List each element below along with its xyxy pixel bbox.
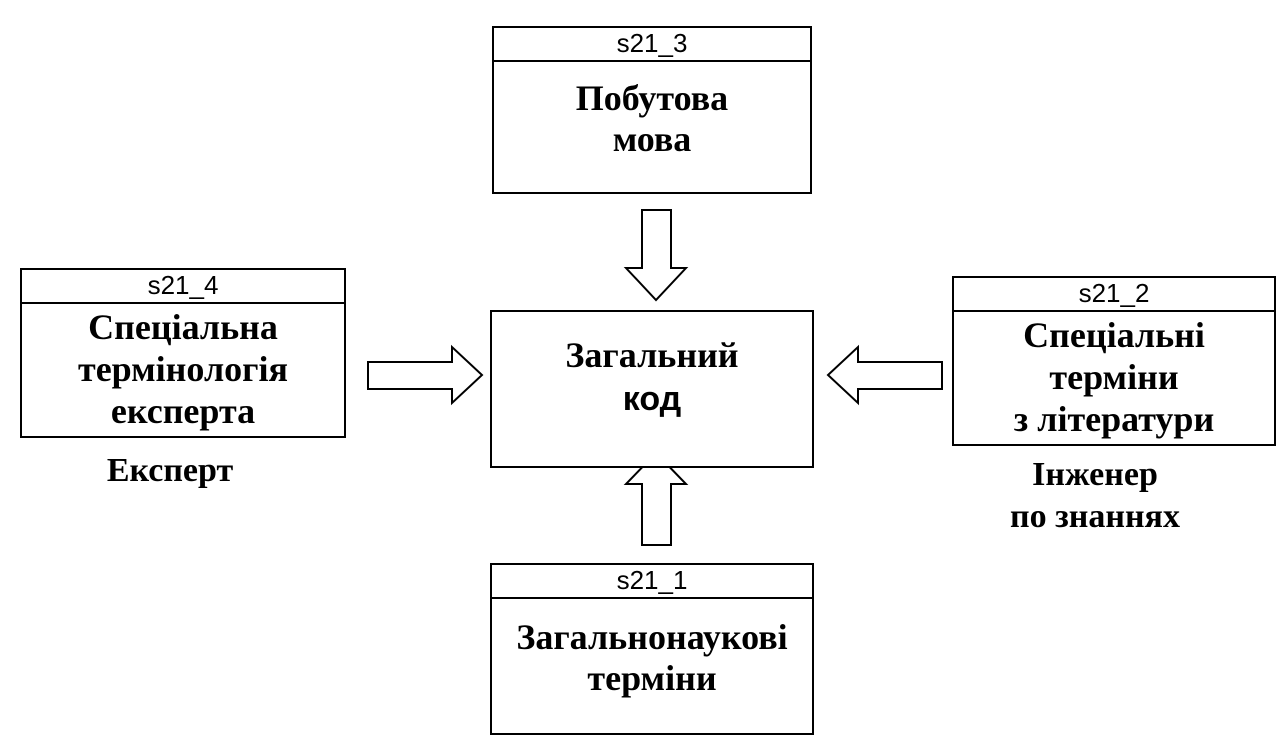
center-box-line: код [622, 380, 682, 418]
right-caption-line: по знаннях [1010, 498, 1180, 535]
right-box-line: терміни [1049, 357, 1179, 397]
right-caption-line: Інженер [1032, 456, 1158, 493]
top-box-line: Побутова [575, 78, 729, 118]
arrow-down [623, 209, 689, 302]
left-caption: Експерт [60, 450, 280, 492]
bottom-box-id: s21_1 [492, 565, 812, 599]
top-box-id: s21_3 [494, 28, 810, 62]
arrow-left [826, 344, 943, 406]
left-box-line: термінологія [78, 349, 288, 389]
center-box: Загальний код [490, 310, 814, 468]
left-box: s21_4 Спеціальна термінологія експерта [20, 268, 346, 438]
center-box-line: Загальний [565, 335, 739, 375]
right-box-line: Спеціальні [1023, 315, 1205, 355]
bottom-box-line: терміни [587, 658, 717, 698]
right-box: s21_2 Спеціальні терміни з літератури [952, 276, 1276, 446]
right-box-id: s21_2 [954, 278, 1274, 312]
left-box-id: s21_4 [22, 270, 344, 304]
top-box-line: мова [612, 119, 692, 159]
arrow-up [623, 451, 689, 546]
bottom-box: s21_1 Загальнонаукові терміни [490, 563, 814, 735]
left-caption-line: Експерт [106, 452, 234, 489]
bottom-box-line: Загальнонаукові [516, 617, 788, 657]
arrow-right [367, 344, 484, 406]
left-box-line: Спеціальна [88, 307, 278, 347]
right-box-line: з літератури [1013, 399, 1215, 439]
top-box: s21_3 Побутова мова [492, 26, 812, 194]
right-caption: Інженер по знаннях [960, 454, 1230, 538]
left-box-line: експерта [110, 391, 256, 431]
